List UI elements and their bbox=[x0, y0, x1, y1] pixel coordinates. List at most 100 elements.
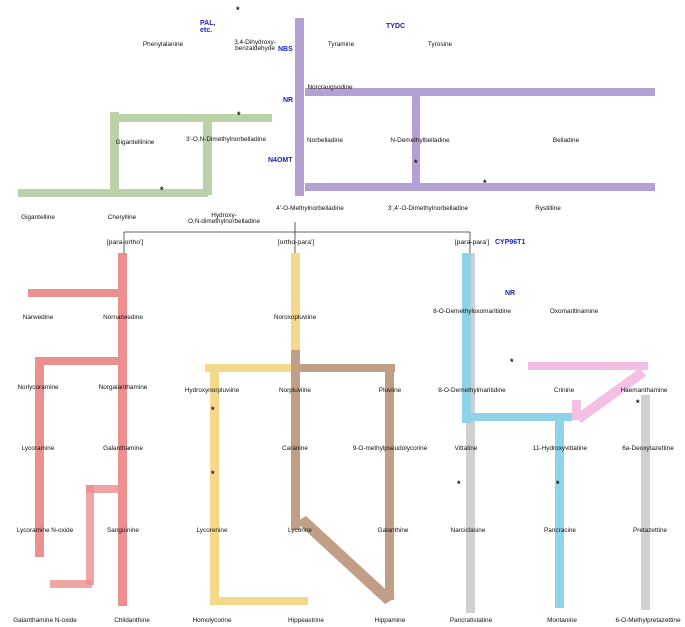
compound-label: 9-O-methylpseudolycorine bbox=[352, 445, 428, 452]
yellow-path-bottom bbox=[212, 597, 308, 605]
enzyme-nbs: NBS bbox=[278, 46, 293, 53]
brown-path-right bbox=[295, 364, 395, 372]
star-marker: * bbox=[510, 357, 514, 367]
compound-label: 6a-Deoxytazettine bbox=[622, 445, 674, 452]
compound-label: Galanthamine bbox=[103, 445, 143, 452]
enzyme-tydc: TYDC bbox=[386, 23, 406, 30]
compound-label: Galanthine bbox=[377, 527, 409, 534]
compound-label: Tyramine bbox=[327, 41, 355, 48]
purple-path-belladine bbox=[305, 88, 655, 96]
compound-label: Gigantelline bbox=[21, 214, 55, 221]
pink-path-v bbox=[572, 400, 581, 420]
red-path-top bbox=[118, 253, 127, 606]
compound-label: Vittatine bbox=[454, 445, 478, 452]
cyan-path-h bbox=[462, 413, 572, 421]
compound-label: Pluviine bbox=[378, 387, 402, 394]
star-marker: * bbox=[414, 158, 418, 168]
compound-label: 3,4-Dihydroxy- benzaldehyde bbox=[234, 39, 276, 53]
compound-label: 3',4'-O-Dimethylnorbelladine bbox=[387, 205, 469, 212]
compound-label: Phenylalanine bbox=[142, 41, 184, 48]
compound-label: Belladine bbox=[552, 137, 580, 144]
yellow-path-down bbox=[210, 370, 219, 605]
brown-path-diag bbox=[296, 516, 395, 604]
compound-label: Norgalanthamine bbox=[98, 384, 148, 391]
star-marker: * bbox=[483, 178, 487, 188]
enzyme-n4omt: N4OMT bbox=[268, 157, 293, 164]
purple-path-link bbox=[412, 96, 420, 186]
green-path-bottom bbox=[18, 189, 208, 197]
compound-label: Pancracine bbox=[544, 527, 576, 534]
compound-label: Narciclasine bbox=[450, 527, 486, 534]
enzyme-nr2: NR bbox=[505, 290, 516, 297]
star-marker: * bbox=[636, 398, 640, 408]
compound-label: Cherylline bbox=[107, 214, 137, 221]
compound-label: Lycoramine N-oxide bbox=[16, 527, 74, 534]
compound-label: Montanine bbox=[547, 617, 577, 624]
compound-label: N-Demethylbelladine bbox=[390, 137, 450, 144]
purple-path-rystilline bbox=[305, 183, 655, 191]
enzyme-pal: PAL, etc. bbox=[200, 20, 216, 34]
compound-label: Oxomaritinamine bbox=[549, 308, 599, 315]
green-path-top bbox=[112, 114, 272, 122]
yellow-path-main bbox=[291, 253, 300, 353]
bracket-para-ortho: [para-ortho'] bbox=[106, 239, 144, 246]
compound-label: Lycorenine bbox=[196, 527, 228, 534]
compound-label: 8-O-Demethyloxomaritidine bbox=[433, 308, 511, 315]
star-marker: * bbox=[236, 5, 240, 15]
red-path-narwedine bbox=[28, 289, 123, 297]
cyan-path-down bbox=[555, 413, 564, 608]
red-path-noxide-h bbox=[86, 485, 121, 493]
cyan-path-main bbox=[462, 253, 471, 423]
red-path-cross bbox=[38, 357, 123, 365]
grey-path-right bbox=[641, 395, 650, 610]
pink-path-h bbox=[528, 362, 648, 370]
compound-label: Lycoramine bbox=[21, 445, 55, 452]
compound-label: Hippamine bbox=[374, 617, 406, 624]
star-marker: * bbox=[457, 479, 461, 489]
star-marker: * bbox=[237, 110, 241, 120]
compound-label: 11-Hydroxyvittatine bbox=[532, 445, 588, 452]
red-path-left bbox=[35, 357, 44, 557]
compound-label: Galanthamine N-oxide bbox=[13, 617, 77, 624]
enzyme-nr1: NR bbox=[283, 97, 294, 104]
compound-label: Sanguinine bbox=[107, 527, 139, 534]
compound-label: Noroxopluviine bbox=[273, 314, 317, 321]
compound-label: Haemanthamine bbox=[620, 387, 668, 394]
compound-label: Chlidanthine bbox=[114, 617, 150, 624]
compound-label: Lycorine bbox=[288, 527, 312, 534]
compound-label: Caranine bbox=[282, 445, 308, 452]
compound-label: 8-O-Demethylmaritidine bbox=[438, 387, 506, 394]
compound-label: Tyrosine bbox=[427, 41, 453, 48]
compound-label: Nornarwedine bbox=[103, 314, 143, 321]
compound-label: 3'-O,N-Dimethylnorbelladine bbox=[185, 136, 267, 143]
compound-label: Norcraugsodine bbox=[307, 84, 353, 91]
green-path-left bbox=[110, 112, 119, 190]
compound-label: Norpluviine bbox=[279, 387, 311, 394]
bracket-para-para: [para-para'] bbox=[454, 239, 490, 246]
compound-label: Hydroxy- O,N-dimethylnorbelladine bbox=[187, 212, 261, 226]
red-path-noxide-b bbox=[50, 580, 92, 588]
enzyme-cyp96t1: CYP96T1 bbox=[495, 239, 526, 246]
pink-path-diag bbox=[575, 368, 646, 423]
compound-label: Homolycorine bbox=[192, 617, 232, 624]
green-path-right bbox=[203, 120, 212, 195]
compound-label: Hippeastrine bbox=[288, 617, 324, 624]
grey-path-main bbox=[466, 253, 475, 613]
purple-path-main bbox=[295, 18, 304, 196]
bracket-ortho-para: [ortho-para'] bbox=[277, 239, 315, 246]
star-marker: * bbox=[211, 405, 215, 415]
yellow-path-left bbox=[205, 364, 297, 372]
compound-label: Pancratistatine bbox=[449, 617, 493, 624]
compound-label: Narwedine bbox=[22, 314, 54, 321]
compound-label: 6-O-Methylpretazettine bbox=[615, 617, 681, 624]
compound-label: Hydroxynorpluviine bbox=[184, 387, 240, 394]
compound-label: Crinine bbox=[553, 387, 575, 394]
compound-label: Rystilline bbox=[535, 205, 561, 212]
compound-label: Norlycoramine bbox=[17, 384, 59, 391]
star-marker: * bbox=[556, 479, 560, 489]
brown-path-down bbox=[385, 370, 394, 600]
compound-label: Pretazettine bbox=[632, 527, 668, 534]
red-path-noxide-v bbox=[86, 485, 94, 585]
